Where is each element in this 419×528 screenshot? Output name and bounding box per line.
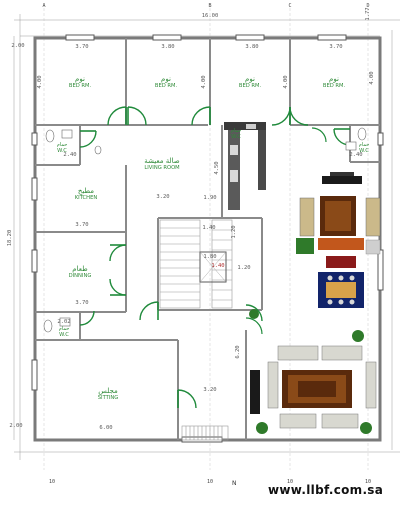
dim-overall-width: 16.00 bbox=[201, 13, 219, 19]
room-label-sitting: مجلس SITTING bbox=[98, 387, 119, 401]
majlis-tv bbox=[250, 370, 260, 414]
axis-top-d: D bbox=[366, 3, 370, 9]
dim-stair-b: 1.40 bbox=[202, 225, 216, 231]
room-label-bed2-en: BED RM. bbox=[154, 83, 178, 89]
room-label-wc3: حمام W.C bbox=[59, 326, 70, 338]
dim-stair-a: 1.90 bbox=[203, 195, 217, 201]
dim-bed-depth-left: 4.00 bbox=[37, 75, 43, 89]
dim-bed-depth-mid-1: 4.00 bbox=[201, 75, 207, 89]
room-label-sitting-ar: مجلس bbox=[98, 387, 118, 395]
room-label-bed2: نوم BED RM. bbox=[155, 75, 177, 89]
dim-bed-depth-mid-2: 4.00 bbox=[283, 75, 289, 89]
axis-bottom-3: 10 bbox=[286, 479, 294, 485]
room-label-bed3-ar: نوم bbox=[245, 75, 255, 83]
tv-unit bbox=[322, 172, 362, 184]
room-label-living-en: LIVING ROOM bbox=[144, 165, 180, 171]
dim-stair-d: 1.40 bbox=[211, 263, 225, 269]
dim-living-depth: 4.50 bbox=[214, 161, 220, 175]
dim-kitchen-width: 3.70 bbox=[75, 222, 89, 228]
room-label-wc2-en: W.C bbox=[359, 148, 369, 154]
compass-label: N bbox=[232, 480, 237, 487]
room-label-bed3: نوم BED RM. bbox=[239, 75, 261, 89]
room-label-bed1-en: BED RM. bbox=[68, 83, 92, 89]
dim-lift: 1.80 bbox=[203, 254, 217, 260]
room-label-bed4-en: BED RM. bbox=[322, 83, 346, 89]
room-label-kitchen-ar: مطبخ bbox=[77, 187, 95, 195]
axis-top-a: A bbox=[42, 3, 46, 9]
room-label-kitchen-en: KITCHEN bbox=[74, 195, 98, 201]
room-label-bed4: نوم BED RM. bbox=[323, 75, 345, 89]
room-label-wc4-en: W.C bbox=[231, 134, 241, 140]
kitchen-counter bbox=[224, 122, 266, 210]
room-label-wc1-ar: حمام bbox=[56, 142, 68, 148]
dim-wc-left: 2.40 bbox=[63, 152, 77, 158]
axis-bottom-2: 10 bbox=[206, 479, 214, 485]
right-doors bbox=[245, 127, 327, 335]
dim-corridor-width: 3.20 bbox=[203, 387, 217, 393]
elevator-cross-2 bbox=[199, 251, 227, 283]
room-label-dining-ar: طعام bbox=[72, 265, 88, 273]
room-label-wc4-ar: حمام bbox=[230, 128, 242, 134]
staircase bbox=[159, 219, 233, 309]
dim-wc-bottom: 2.02 bbox=[57, 319, 71, 325]
dim-wc-right: 2.40 bbox=[349, 152, 363, 158]
room-label-wc3-en: W.C bbox=[59, 332, 69, 338]
dim-bed-depth-right: 4.00 bbox=[369, 71, 375, 85]
dim-right-depth: 6.20 bbox=[235, 345, 241, 359]
room-label-wc2: حمام W.C bbox=[359, 142, 370, 154]
elevator-shaft bbox=[199, 251, 227, 283]
watermark-url[interactable]: www.llbf.com.sa bbox=[268, 483, 384, 497]
dim-bed3-width: 3.80 bbox=[245, 44, 259, 50]
room-label-wc1: حمام W.C bbox=[57, 142, 68, 154]
dining-table bbox=[318, 272, 364, 308]
dim-lift-b: 1.20 bbox=[237, 265, 251, 271]
dim-stair-c: 1.20 bbox=[231, 225, 237, 239]
axis-bottom-1: 10 bbox=[48, 479, 56, 485]
upper-sitting-set bbox=[296, 196, 381, 255]
dim-bed2-width: 3.80 bbox=[161, 44, 175, 50]
room-label-bed2-ar: نوم bbox=[161, 75, 171, 83]
room-label-living: صالة معيشة LIVING ROOM bbox=[144, 157, 179, 171]
side-table bbox=[326, 256, 356, 268]
dim-living-width: 3.20 bbox=[156, 194, 170, 200]
room-label-bed3-en: BED RM. bbox=[238, 83, 262, 89]
room-label-wc3-ar: حمام bbox=[58, 326, 70, 332]
dim-top-left: 2.00 bbox=[11, 43, 25, 49]
room-label-bed4-ar: نوم bbox=[329, 75, 339, 83]
room-label-dining-en: DINNING bbox=[68, 273, 92, 279]
dim-dining-width: 3.70 bbox=[75, 300, 89, 306]
room-label-wc2-ar: حمام bbox=[358, 142, 370, 148]
interior-walls bbox=[35, 38, 380, 440]
room-label-living-ar: صالة معيشة bbox=[144, 157, 180, 165]
room-label-bed1: نوم BED RM. bbox=[69, 75, 91, 89]
room-label-wc4: حمام W.C bbox=[231, 128, 242, 140]
wc-fixtures bbox=[43, 127, 367, 333]
axis-bottom-4: 10 bbox=[364, 479, 372, 485]
room-label-bed1-ar: نوم bbox=[75, 75, 85, 83]
dim-sitting-width: 6.00 bbox=[99, 425, 113, 431]
dim-bed1-width: 3.70 bbox=[75, 44, 89, 50]
dim-top-right: 1.77 bbox=[365, 7, 371, 21]
majlis-seating bbox=[267, 345, 377, 429]
door-leaves bbox=[80, 107, 350, 408]
axis-top-b: B bbox=[208, 3, 212, 9]
room-label-sitting-en: SITTING bbox=[97, 395, 119, 401]
room-label-wc1-en: W.C bbox=[57, 148, 67, 154]
plants bbox=[249, 309, 372, 434]
room-label-dining: طعام DINNING bbox=[69, 265, 92, 279]
dim-bed4-width: 3.70 bbox=[329, 44, 343, 50]
dim-bottom-left: 2.00 bbox=[9, 423, 23, 429]
entry-steps bbox=[181, 425, 229, 441]
dim-left-total: 18.20 bbox=[7, 229, 13, 247]
axis-top-c: C bbox=[288, 3, 292, 9]
room-label-kitchen: مطبخ KITCHEN bbox=[75, 187, 97, 201]
